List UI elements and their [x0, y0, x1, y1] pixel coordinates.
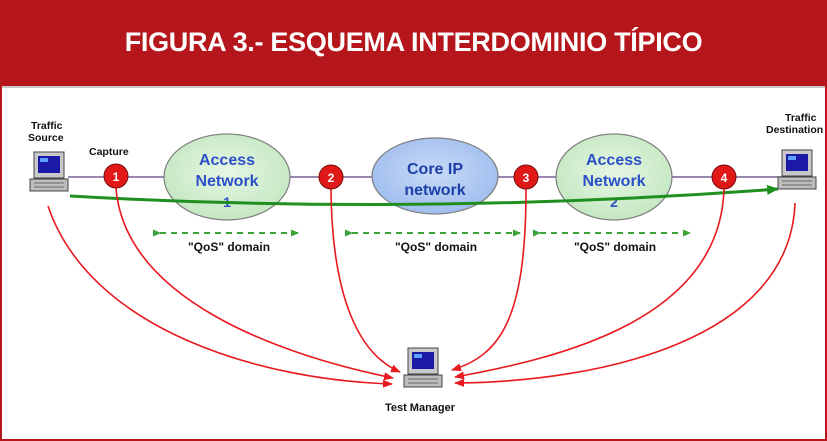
traffic-source-label-line1: Traffic — [31, 120, 63, 132]
qos-domain-label-2: "QoS" domain — [395, 240, 477, 254]
test-manager-label: Test Manager — [385, 402, 456, 414]
core-ip-network-ellipse — [371, 137, 499, 215]
access2-line2: Network — [582, 173, 645, 190]
capture-point-4: 4 — [711, 164, 737, 190]
core-line1: Core IP — [407, 161, 463, 178]
capture-arrows — [47, 187, 796, 388]
traffic-path-arrow — [69, 184, 779, 206]
core-line2: network — [404, 182, 465, 199]
traffic-source-computer-icon — [29, 151, 69, 192]
capture-point-2: 2 — [318, 164, 344, 190]
header-divider — [2, 86, 825, 88]
qos-domain-label-3: "QoS" domain — [574, 240, 656, 254]
qos-domain-label-1: "QoS" domain — [188, 240, 270, 254]
test-manager-computer-icon — [403, 347, 443, 388]
capture-point-3-label: 3 — [523, 171, 530, 185]
access1-line1: Access — [199, 152, 255, 169]
traffic-destination-label-line2: Destination — [766, 124, 823, 136]
traffic-destination-label-line1: Traffic — [785, 112, 817, 124]
capture-point-1: 1 — [103, 163, 129, 189]
capture-point-2-label: 2 — [328, 171, 335, 185]
capture-point-4-label: 4 — [721, 171, 728, 185]
access2-line3: 2 — [610, 194, 618, 210]
capture-point-3: 3 — [513, 164, 539, 190]
access1-line2: Network — [195, 173, 258, 190]
traffic-destination-computer-icon — [777, 149, 817, 190]
access-network-1-ellipse — [163, 133, 291, 221]
traffic-source-label-line2: Source — [28, 132, 64, 144]
access2-line1: Access — [586, 152, 642, 169]
capture-label: Capture — [89, 146, 129, 158]
figure-title: FIGURA 3.- ESQUEMA INTERDOMINIO TÍPICO — [124, 27, 703, 57]
figure-header: FIGURA 3.- ESQUEMA INTERDOMINIO TÍPICO — [2, 2, 825, 88]
capture-point-1-label: 1 — [113, 170, 120, 184]
